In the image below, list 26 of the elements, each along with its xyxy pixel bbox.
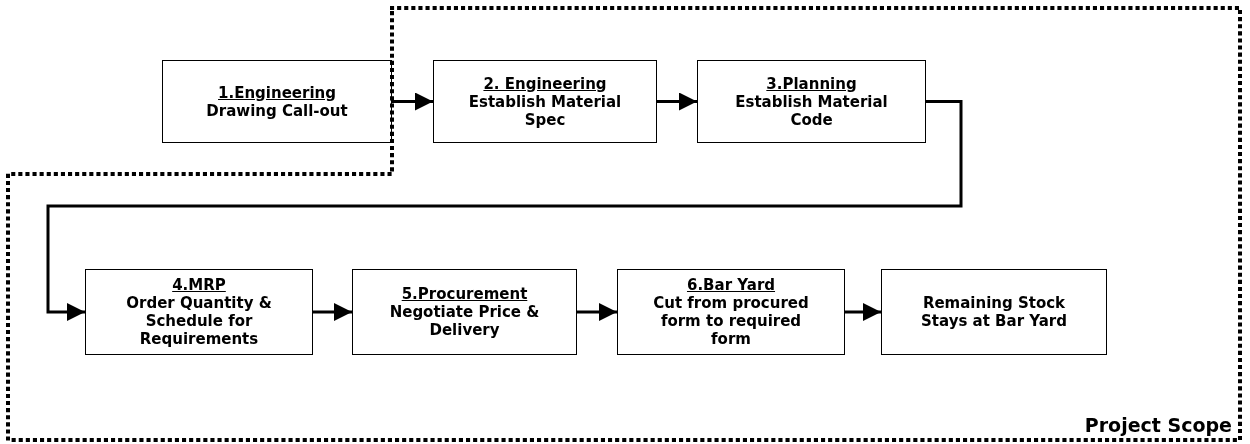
step-description: Negotiate Price & Delivery: [388, 303, 541, 339]
arrow: [46, 100, 963, 321]
process-box: [881, 269, 1107, 355]
step-title: 1.Engineering: [218, 83, 336, 102]
process-box: [162, 60, 392, 143]
arrow: [313, 303, 352, 321]
process-box: [697, 60, 926, 143]
arrow: [577, 303, 617, 321]
step-description: Remaining Stock Stays at Bar Yard: [920, 294, 1068, 330]
step-description: Cut from procured form to required form: [652, 294, 810, 348]
process-box: [85, 269, 313, 355]
step-description: Drawing Call-out: [206, 101, 348, 120]
process-box: [352, 269, 577, 355]
step-title: 5.Procurement: [401, 285, 528, 303]
arrow: [845, 303, 881, 321]
step-title: 4.MRP: [172, 276, 226, 294]
step-title: 6.Bar Yard: [686, 276, 776, 294]
arrow: [657, 92, 697, 111]
process-box: [617, 269, 845, 355]
step-title: 2. Engineering: [483, 74, 607, 93]
step-description: Establish Material Code: [734, 92, 889, 129]
step-title: 3.Planning: [766, 74, 857, 93]
step-description: Order Quantity & Schedule for Requirements: [125, 294, 273, 348]
process-box: [433, 60, 657, 143]
step-description: Establish Material Spec: [467, 92, 623, 129]
arrow: [392, 92, 433, 111]
